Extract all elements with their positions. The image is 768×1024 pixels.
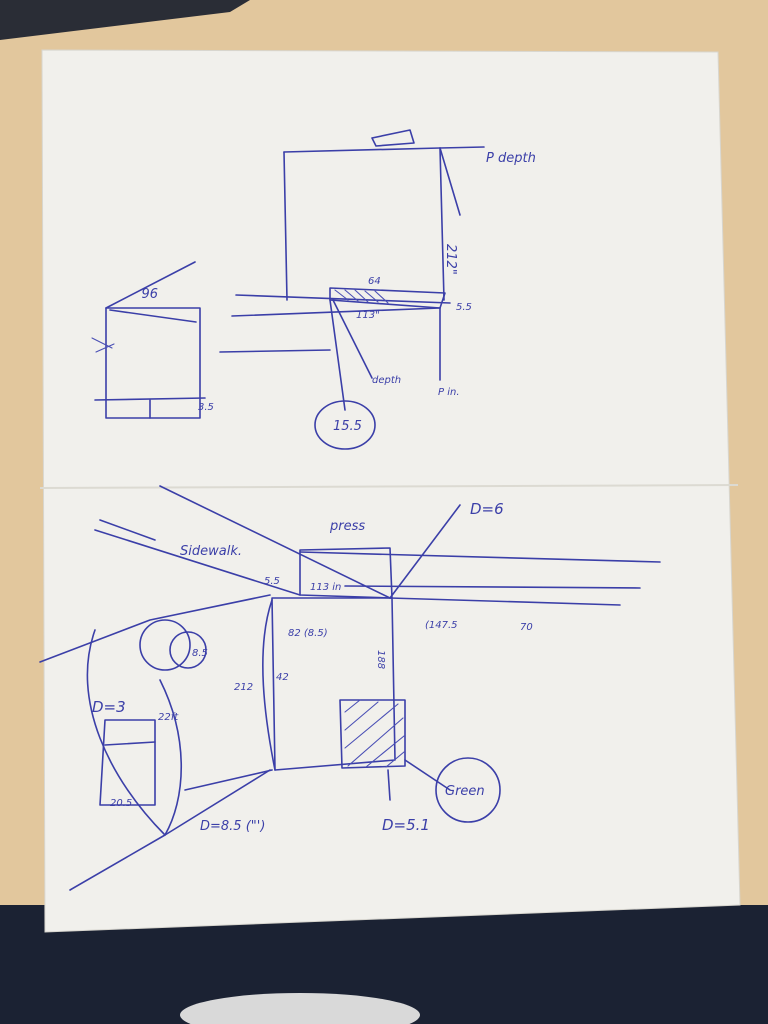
- svg-text:82 (8.5): 82 (8.5): [288, 628, 328, 639]
- svg-text:(147.5: (147.5: [425, 620, 458, 631]
- svg-text:5.5: 5.5: [456, 302, 472, 313]
- svg-text:press: press: [329, 519, 365, 534]
- svg-text:42: 42: [276, 672, 289, 683]
- svg-text:D=8.5 ("'): D=8.5 ("'): [200, 819, 265, 834]
- svg-text:5.5: 5.5: [264, 576, 280, 587]
- svg-text:Sidewalk.: Sidewalk.: [180, 544, 242, 559]
- svg-text:113": 113": [356, 310, 380, 321]
- svg-text:20.5: 20.5: [110, 798, 132, 809]
- svg-text:3.5: 3.5: [198, 402, 214, 413]
- bottom-sketch: press Sidewalk. D=6 D=3 D=5.1 D=8.5 ("')…: [39, 485, 661, 891]
- svg-text:188: 188: [375, 650, 386, 669]
- svg-text:8.5: 8.5: [192, 648, 208, 659]
- svg-text:22ft: 22ft: [158, 712, 179, 723]
- svg-text:113 in: 113 in: [310, 582, 341, 593]
- left-sketch: 96 3.5: [91, 261, 214, 419]
- svg-text:70: 70: [520, 622, 533, 633]
- svg-text:P in.: P in.: [438, 387, 460, 398]
- white-cloth: [180, 993, 420, 1024]
- svg-text:Green: Green: [445, 784, 485, 799]
- keyboard-edge: [0, 0, 250, 40]
- measure-circle: [314, 400, 376, 450]
- top-sketch: P depth 212" 64 113" 5.5 depth P in. 15.…: [219, 129, 536, 450]
- svg-text:D=6: D=6: [470, 500, 504, 518]
- svg-text:212": 212": [443, 244, 458, 275]
- paper-fold: [39, 484, 739, 489]
- green-circle: [435, 757, 501, 823]
- svg-text:96: 96: [141, 284, 158, 299]
- svg-text:15.5: 15.5: [333, 419, 362, 434]
- svg-text:212: 212: [234, 682, 253, 693]
- paper-sheet: [41, 49, 741, 933]
- svg-text:64: 64: [368, 276, 381, 287]
- svg-text:P depth: P depth: [486, 151, 536, 166]
- svg-text:D=3: D=3: [92, 698, 126, 716]
- svg-text:depth: depth: [372, 375, 401, 386]
- svg-text:D=5.1: D=5.1: [382, 816, 430, 834]
